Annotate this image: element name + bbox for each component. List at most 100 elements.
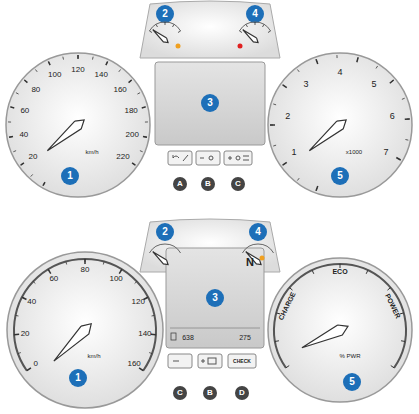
dial-tick <box>142 107 146 108</box>
dial-tick <box>268 31 271 33</box>
dial-number: 140 <box>95 71 108 79</box>
power-zone-label: ECO <box>332 268 347 275</box>
dial-tick <box>152 315 155 317</box>
dial-tick <box>31 174 33 176</box>
dial-number: 40 <box>19 131 28 139</box>
dial-number: 60 <box>20 107 29 115</box>
dial-tick <box>143 106 146 108</box>
dial-tick <box>270 124 275 126</box>
callout-number: 1 <box>75 373 81 383</box>
dial-tick <box>387 288 390 291</box>
dial-tick <box>283 163 285 165</box>
callout-number: 5 <box>349 377 355 387</box>
callout-number: 4 <box>255 227 261 237</box>
dial-tick <box>270 125 273 126</box>
dial-tick <box>273 145 276 147</box>
dial-tick <box>316 188 317 191</box>
dial-arc <box>242 244 273 253</box>
dial-tick <box>22 297 26 299</box>
control-buttons <box>168 354 256 368</box>
dial-tick <box>43 182 45 185</box>
dial-tick <box>62 57 64 60</box>
dial-tick <box>275 340 279 342</box>
dial-tick <box>145 297 148 298</box>
dial-tick <box>401 340 405 342</box>
dial-ticks-and-needles <box>8 22 410 371</box>
dial-tick <box>18 352 21 354</box>
dial-number: 180 <box>124 107 137 115</box>
dial-number: 160 <box>127 360 140 368</box>
dial-tick <box>129 80 131 82</box>
dial-tick <box>178 31 181 33</box>
dial-tick <box>144 136 147 138</box>
dial-tick <box>246 24 248 27</box>
dial-tick <box>391 80 393 82</box>
dial-number: 120 <box>132 298 145 306</box>
gear-indicator: N <box>246 257 254 268</box>
dial-number: 3 <box>303 80 308 89</box>
dial-tick <box>316 59 318 64</box>
dial-tick <box>106 62 108 66</box>
dial-tick <box>140 151 143 152</box>
callout-circles <box>69 223 361 391</box>
dial-tick <box>143 136 147 138</box>
dial-tick <box>141 369 143 371</box>
dial-tick <box>84 259 86 264</box>
dial-tick <box>407 118 410 119</box>
trip-value: 275 <box>239 334 251 341</box>
dial-tick <box>156 24 158 27</box>
dial-tick <box>149 352 152 354</box>
dial-tick <box>173 24 175 27</box>
dial-tick <box>357 57 358 62</box>
gauge-needle <box>302 325 348 348</box>
dial-tick <box>297 69 299 71</box>
dial-tick <box>135 281 137 283</box>
unit-label: x1000 <box>346 149 362 155</box>
callout-number: 5 <box>337 171 343 181</box>
dial-tick <box>48 62 49 65</box>
screen-divider <box>170 328 260 329</box>
dial-tick <box>153 334 156 335</box>
button-icons <box>173 155 249 161</box>
dial-tick <box>33 281 35 283</box>
dial-number: 7 <box>383 147 388 156</box>
dial-tick <box>106 62 107 65</box>
dial-tick <box>16 93 19 94</box>
dial-number: 100 <box>48 71 61 79</box>
dial-number: 20 <box>28 153 37 161</box>
dial-tick <box>9 136 13 138</box>
range-value: 638 <box>182 334 194 341</box>
dial-tick <box>312 270 314 274</box>
dial-tick <box>405 139 408 141</box>
power-zone-label: POWER <box>384 293 402 320</box>
dial-tick <box>48 62 50 66</box>
dial-tick <box>283 85 287 88</box>
unit-label: km/h <box>87 353 100 359</box>
button-icons <box>173 358 216 364</box>
dial-tick <box>27 368 31 371</box>
dial-tick <box>336 55 337 58</box>
dial-tick <box>22 297 25 298</box>
dial-tick <box>16 315 19 317</box>
unit-label: km/h <box>85 149 98 155</box>
button-letter: C <box>177 389 183 397</box>
dial-tick <box>119 69 121 71</box>
dial-tick <box>9 136 12 138</box>
dial-tick <box>149 31 152 33</box>
dial-tick <box>391 366 394 368</box>
speedometer-dial <box>6 53 150 197</box>
dial-number: 20 <box>21 330 30 338</box>
dial-tick <box>24 80 26 82</box>
warning-lamp <box>238 44 243 49</box>
dial-tick <box>165 22 166 25</box>
dial-tick <box>357 57 359 60</box>
dial-number: 40 <box>27 298 36 306</box>
dial-tick <box>129 80 132 83</box>
dial-tick <box>48 269 51 273</box>
dial-tick <box>35 69 37 71</box>
gauge-needle <box>309 120 346 151</box>
dial-tick <box>10 106 13 108</box>
dial-tick <box>65 262 67 265</box>
